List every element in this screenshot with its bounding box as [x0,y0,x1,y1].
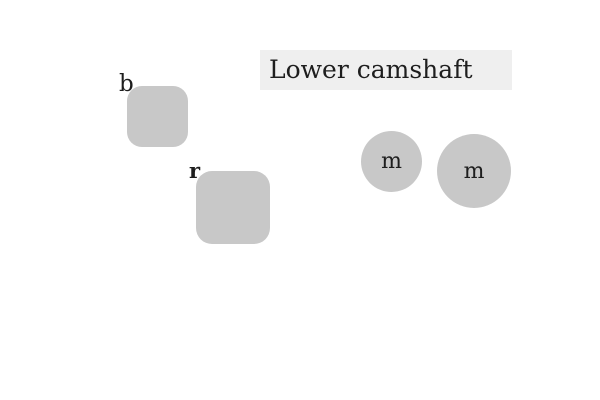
label-m-large: m [463,158,485,184]
label-b: b [119,71,134,97]
label-m-small: m [381,149,402,174]
title-text: Lower camshaft [269,55,473,84]
rounded-square-r [196,171,270,244]
title-box: Lower camshaft [260,50,512,90]
circle-m-large: m [437,134,511,208]
label-r: r [189,158,201,183]
circle-m-small: m [361,131,422,192]
rounded-square-b [127,86,188,147]
